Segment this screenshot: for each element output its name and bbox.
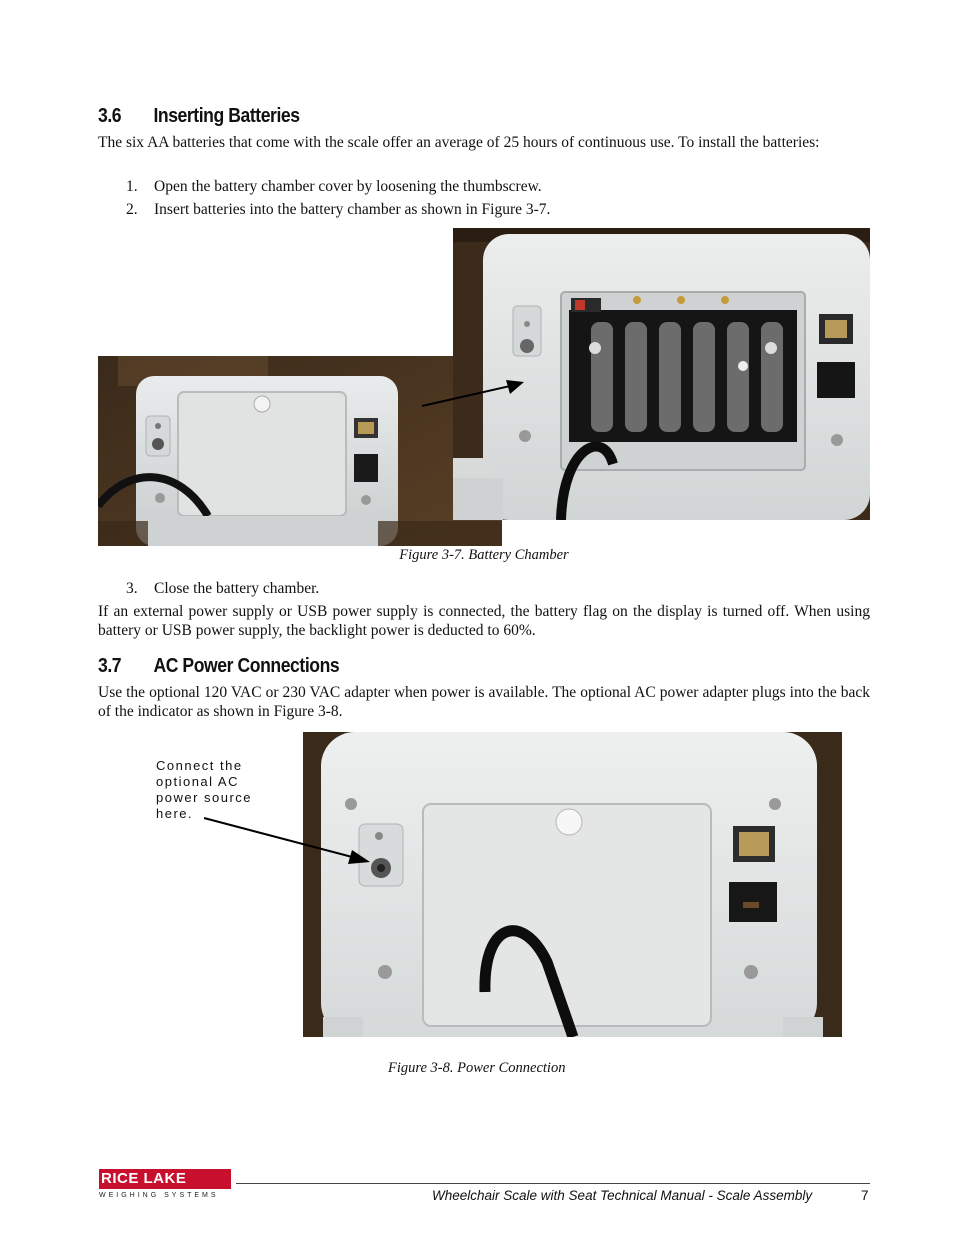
section-title: AC Power Connections (153, 655, 340, 677)
list-item: 2. Insert batteries into the battery cham… (126, 200, 550, 219)
list-item: 3. Close the battery chamber. (126, 579, 319, 598)
figure-caption: Figure 3-7. Battery Chamber (399, 547, 569, 563)
power-connection-photo (303, 732, 842, 1037)
intro-paragraph: The six AA batteries that come with the … (98, 134, 820, 151)
footer-title: Wheelchair Scale with Seat Technical Man… (432, 1188, 813, 1203)
battery-cover-closed-photo (98, 356, 502, 546)
list-text: Open the battery chamber cover by loosen… (154, 178, 542, 195)
callout-line: here. (156, 806, 194, 821)
section-number: 3.6 (98, 105, 122, 127)
section-heading-3-7: 3.7 AC Power Connections (98, 655, 340, 678)
callout-arrow (203, 817, 370, 864)
section-heading-3-6: 3.6 Inserting Batteries (98, 105, 300, 128)
rice-lake-logo: RICE LAKE WEIGHING SYSTEMS (99, 1169, 231, 1205)
callout-line: Connect the (156, 758, 243, 773)
list-text: Close the battery chamber. (154, 580, 320, 597)
intro-paragraph: Use the optional 120 VAC or 230 VAC adap… (98, 684, 870, 720)
footer-rule (236, 1183, 870, 1184)
figure-caption: Figure 3-8. Power Connection (388, 1060, 566, 1076)
list-item: 1. Open the battery chamber cover by loos… (126, 177, 542, 196)
list-number: 3. (126, 580, 138, 597)
section-number: 3.7 (98, 655, 122, 677)
list-number: 1. (126, 178, 138, 195)
section-title: Inserting Batteries (153, 105, 300, 127)
logo-main: RICE LAKE (99, 1169, 231, 1189)
note-paragraph: If an external power supply or USB power… (98, 603, 870, 639)
callout-line: power source (156, 790, 253, 805)
callout-line: optional AC (156, 774, 239, 789)
page-number: 7 (861, 1188, 869, 1203)
battery-chamber-open-photo (453, 228, 870, 520)
logo-sub: WEIGHING SYSTEMS (99, 1192, 219, 1199)
figure-arrow (421, 380, 524, 407)
figure-callout: Connect the optional AC power source her… (156, 758, 276, 822)
list-number: 2. (126, 201, 138, 218)
list-text: Insert batteries into the battery chambe… (154, 201, 551, 218)
